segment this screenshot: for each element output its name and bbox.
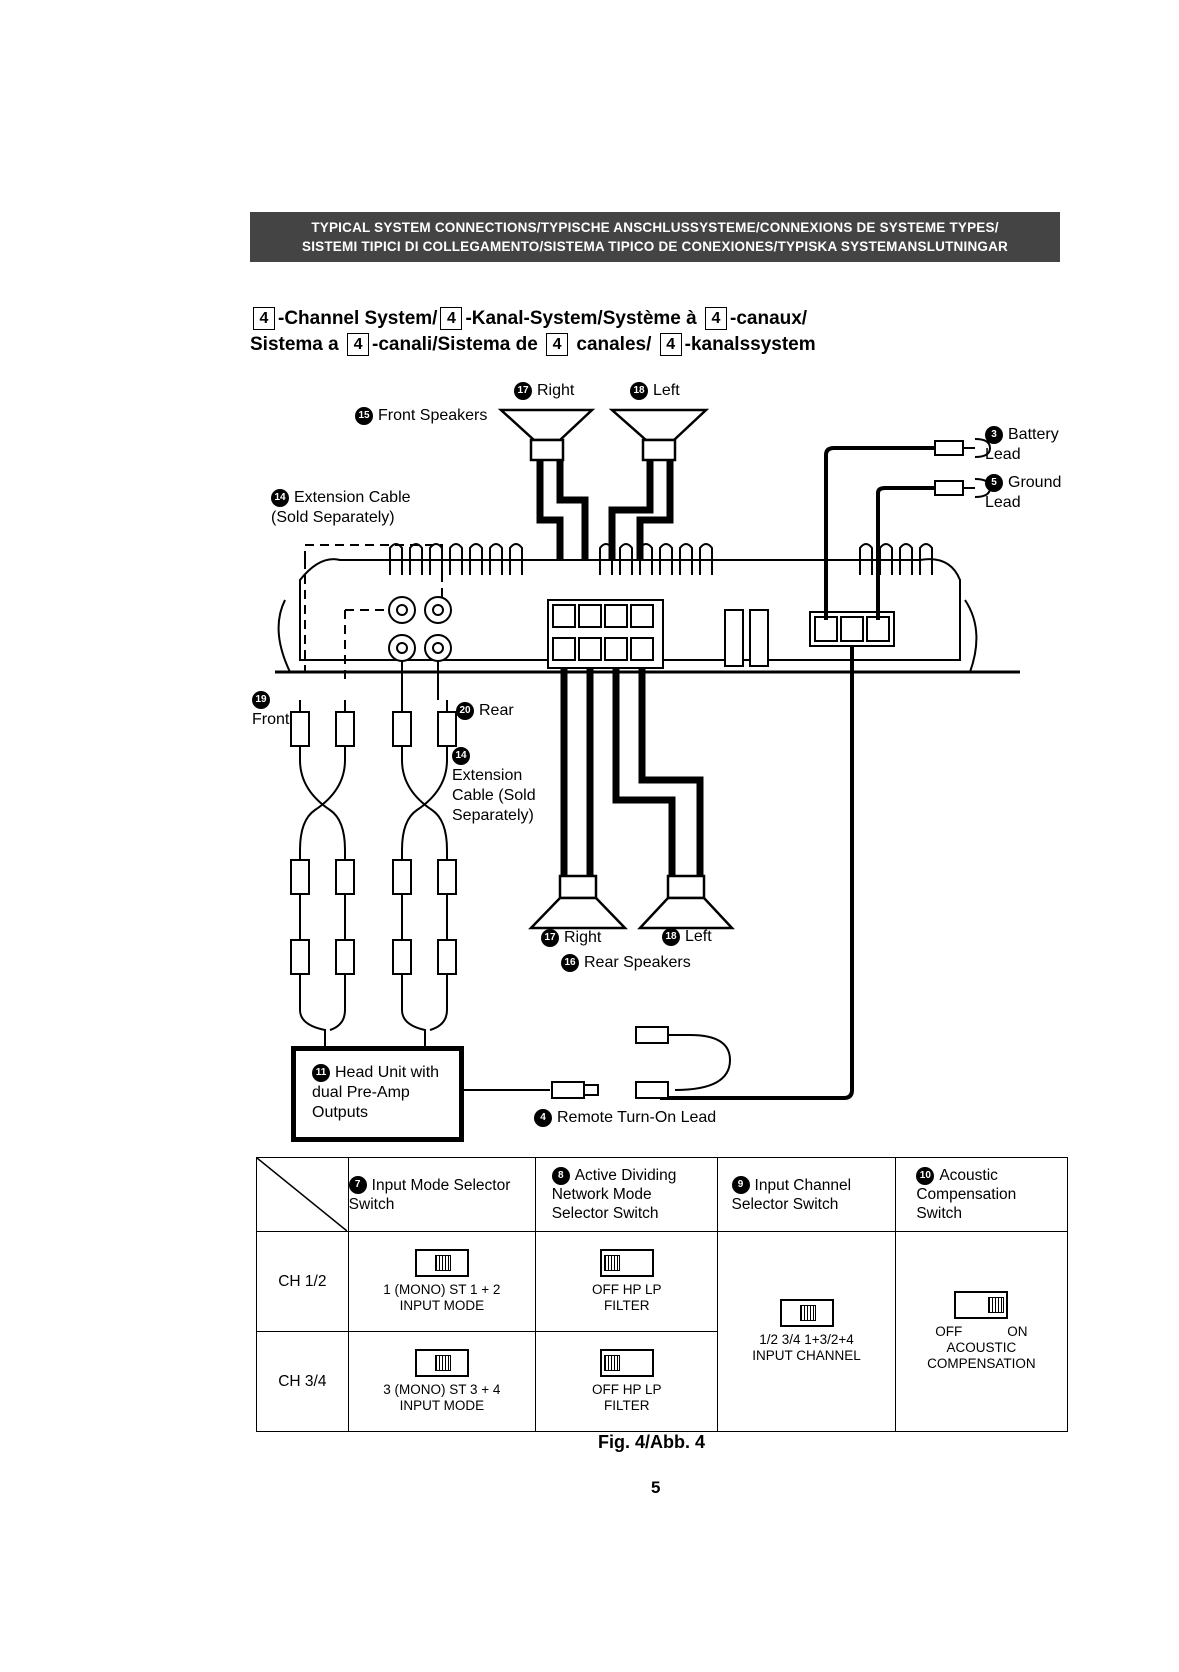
extension-cable-dashed bbox=[304, 544, 443, 680]
channel-number-box: 4 bbox=[440, 307, 463, 331]
switch-icon bbox=[779, 1299, 834, 1327]
page-number: 5 bbox=[651, 1478, 661, 1497]
heading-part: canales/ bbox=[576, 334, 652, 355]
channel-number-box: 4 bbox=[546, 333, 569, 357]
ch34-input-mode: 3 (MONO) ST 3 + 4 INPUT MODE bbox=[347, 1331, 537, 1432]
heading-part: Sistema a bbox=[250, 334, 339, 355]
ch12-filter: OFF HP LP FILTER bbox=[535, 1231, 719, 1332]
input-channel-cell: 1/2 3/4 1+3/2+4 INPUT CHANNEL bbox=[717, 1231, 896, 1432]
remote-lead-connectors bbox=[551, 1026, 669, 1099]
table-corner bbox=[256, 1157, 349, 1232]
front-speaker-left bbox=[608, 408, 710, 462]
amp-rca-jacks bbox=[388, 596, 452, 662]
heading-part: -canaux/ bbox=[730, 308, 808, 329]
power-leads bbox=[660, 446, 940, 1100]
rca-cables bbox=[299, 661, 448, 1046]
rca-plugs bbox=[290, 711, 457, 975]
heading-part: -kanalssystem bbox=[684, 334, 816, 355]
banner-line-1: TYPICAL SYSTEM CONNECTIONS/TYPISCHE ANSC… bbox=[311, 220, 999, 235]
channel-number-box: 4 bbox=[659, 333, 682, 357]
switch-icon bbox=[954, 1291, 1009, 1319]
rear-speaker-left bbox=[637, 874, 735, 930]
rear-speaker-right bbox=[528, 874, 628, 930]
front-speaker-right bbox=[497, 408, 596, 462]
ch34-filter: OFF HP LP FILTER bbox=[535, 1331, 719, 1432]
row-label-ch12: CH 1/2 bbox=[256, 1231, 349, 1332]
banner-line-2: SISTEMI TIPICI DI COLLEGAMENTO/SISTEMA T… bbox=[301, 239, 1008, 254]
ch12-input-mode: 1 (MONO) ST 1 + 2 INPUT MODE bbox=[347, 1231, 537, 1332]
battery-lead-terminal bbox=[934, 438, 992, 458]
switch-icon bbox=[414, 1349, 469, 1377]
rear-speaker-cables bbox=[560, 668, 704, 880]
title-banner: TYPICAL SYSTEM CONNECTIONS/TYPISCHE ANSC… bbox=[250, 212, 1060, 262]
switch-icon bbox=[599, 1249, 654, 1277]
figure-caption: Fig. 4/Abb. 4 bbox=[598, 1432, 706, 1452]
switch-icon bbox=[599, 1349, 654, 1377]
switch-icon bbox=[414, 1249, 469, 1277]
acoustic-comp-cell: OFF ON ACOUSTIC COMPENSATION bbox=[894, 1231, 1069, 1432]
heading-part: -Channel System/ bbox=[278, 308, 438, 329]
channel-number-box: 4 bbox=[253, 307, 275, 331]
channel-number-box: 4 bbox=[705, 307, 727, 331]
heading-part: -Kanal-System/Système à bbox=[465, 308, 697, 329]
speaker-terminals bbox=[547, 599, 664, 669]
heading-part: -canali/Sistema de bbox=[372, 334, 538, 355]
row-label-ch34: CH 3/4 bbox=[256, 1331, 349, 1432]
ground-lead-terminal bbox=[934, 478, 992, 498]
channel-number-box: 4 bbox=[347, 333, 370, 357]
fuses bbox=[724, 609, 769, 667]
remote-turn-on-lead bbox=[464, 1034, 732, 1091]
power-terminals bbox=[809, 611, 895, 647]
head-unit-label: Head Unit with dual Pre-Amp Outputs bbox=[312, 1064, 440, 1121]
section-heading: 4-Channel System/4-Kanal-System/Système … bbox=[250, 306, 816, 358]
